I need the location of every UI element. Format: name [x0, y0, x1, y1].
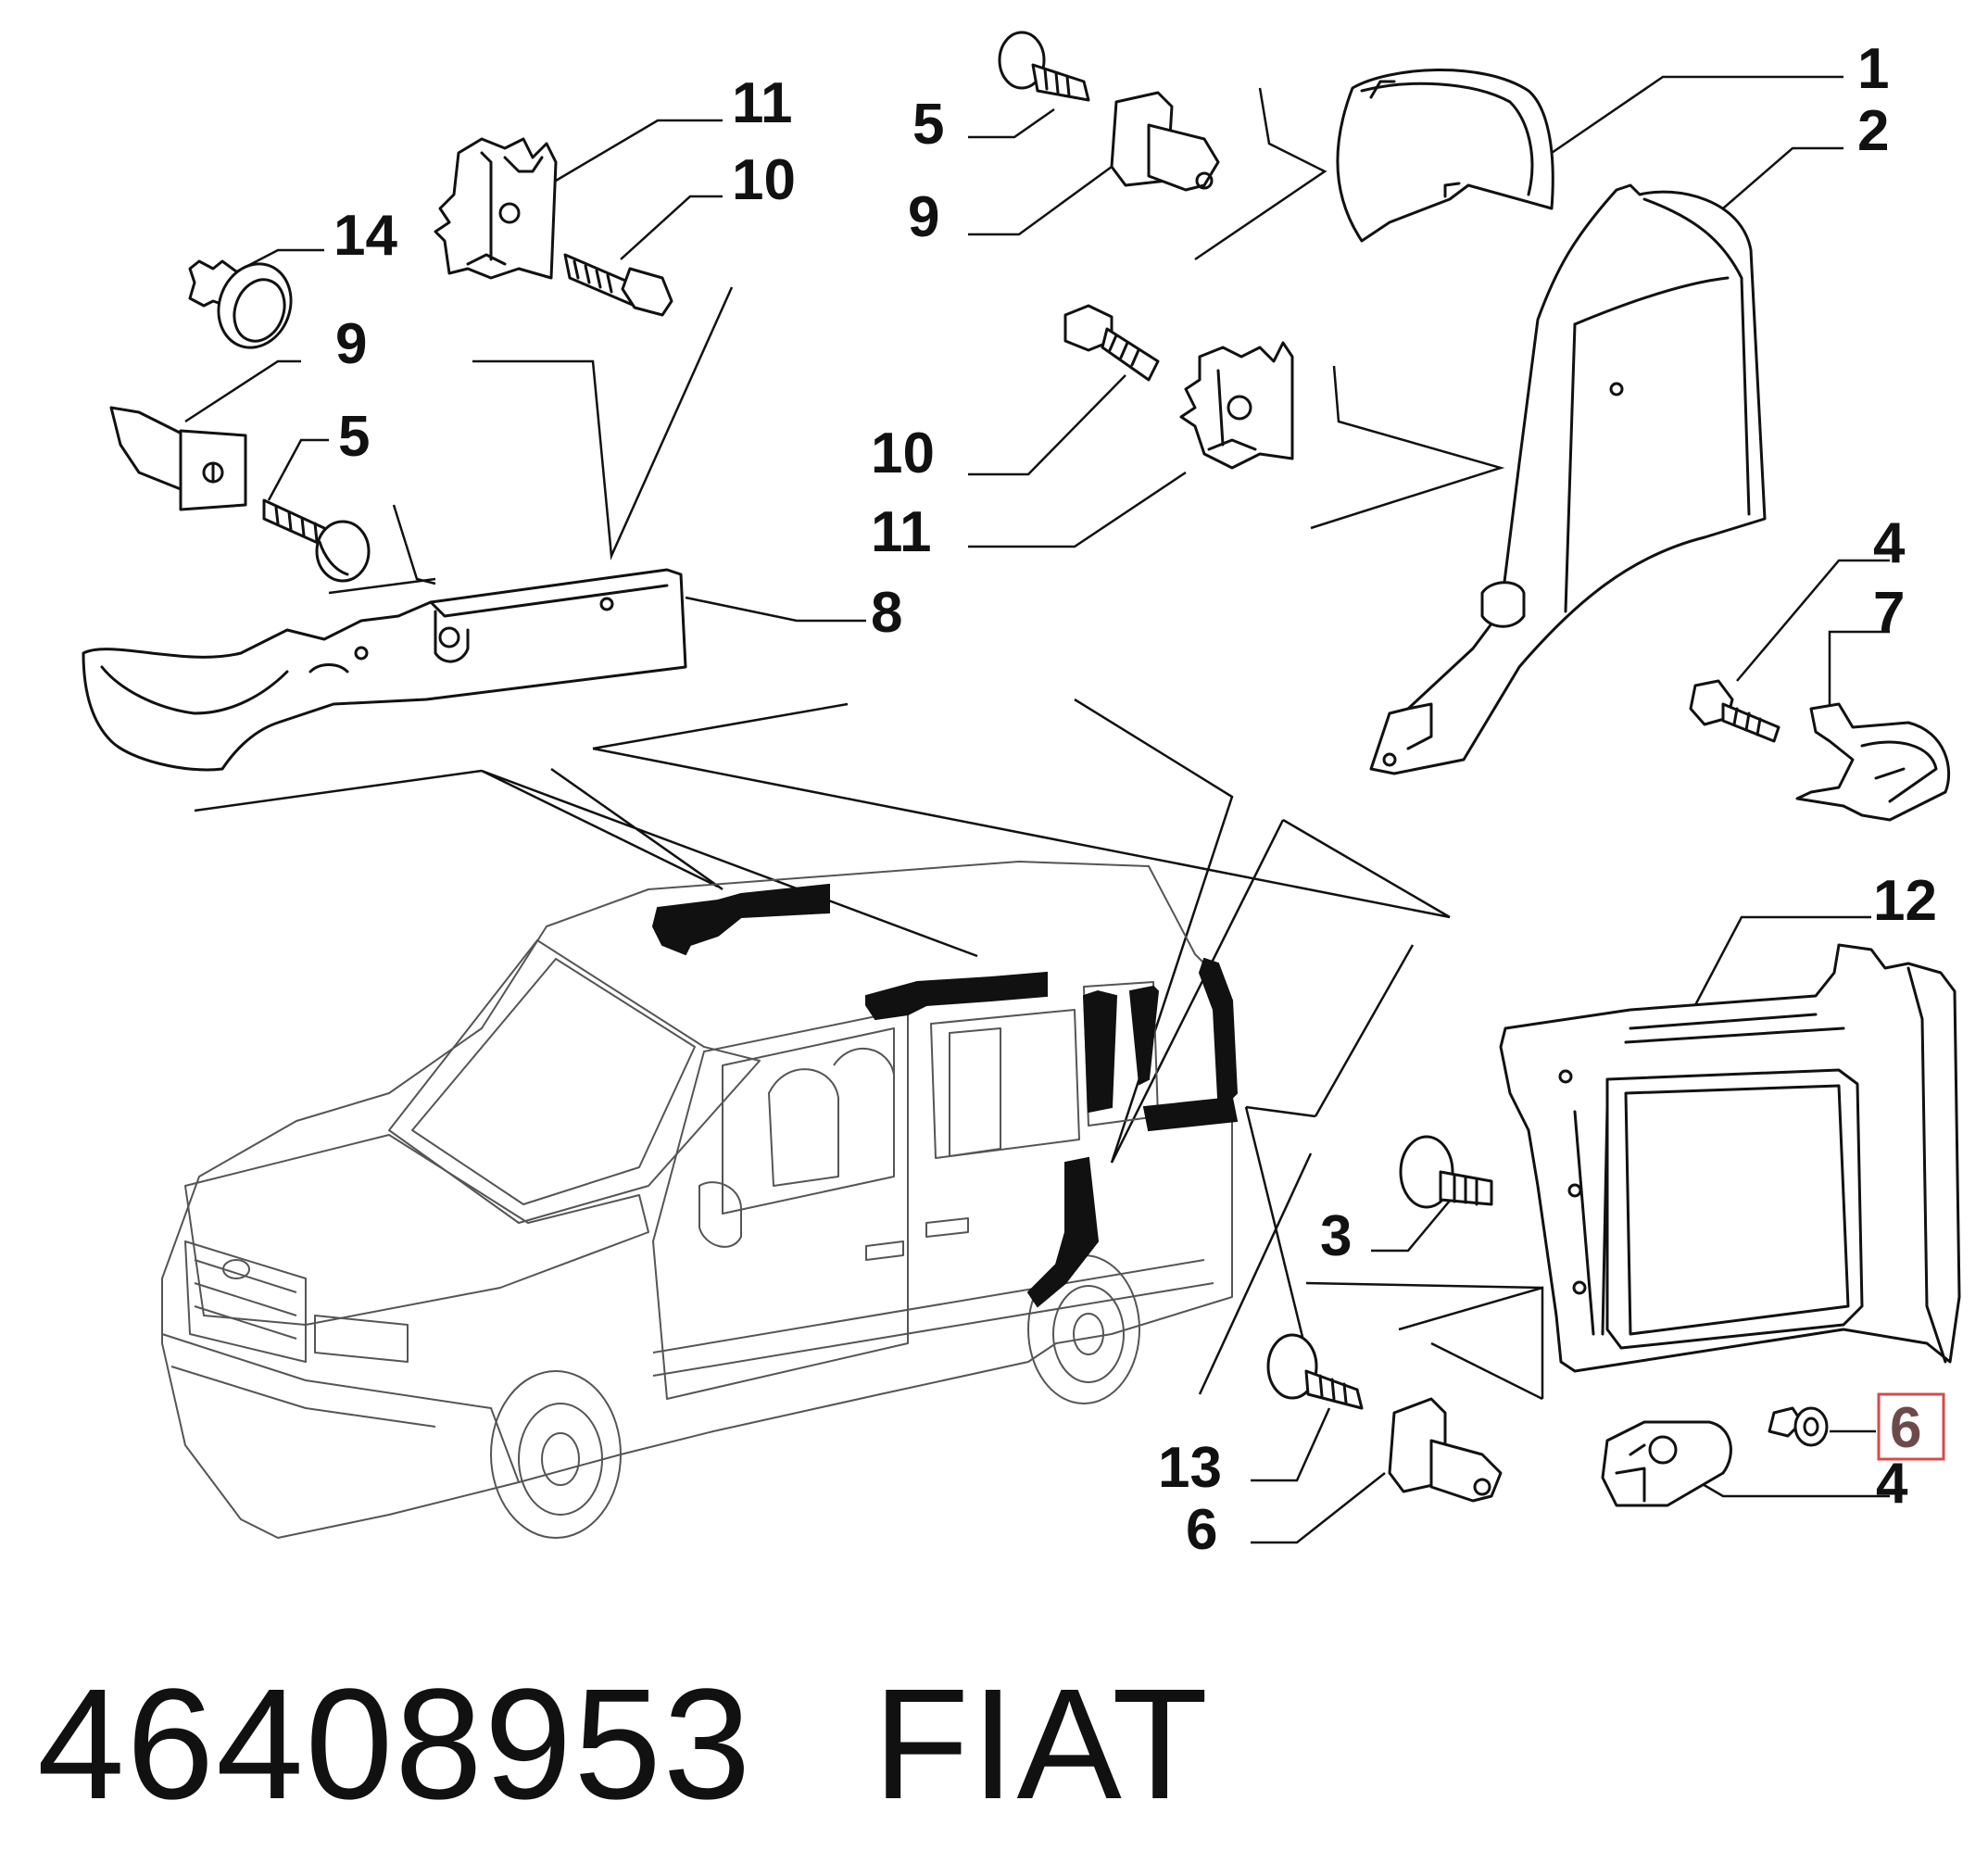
part-10-bolt-mid [1063, 304, 1160, 382]
part-13-screw [1266, 1333, 1364, 1410]
part-6-clip-bottom [1388, 1397, 1503, 1503]
part-5-screw-top [998, 31, 1090, 102]
part-9-clip-top [1110, 91, 1220, 192]
leader-lines [184, 75, 1890, 1544]
part-6-rivet-highlighted [1768, 1406, 1829, 1447]
part-14-push-rivet [188, 259, 293, 349]
callout-13: 13 [1158, 1436, 1222, 1500]
part-11-clip-left [434, 137, 558, 280]
part-5-screw-left [262, 498, 371, 583]
callout-2: 2 [1857, 99, 1889, 163]
part-10-bolt-left [563, 253, 673, 317]
callout-6-highlight-box [1877, 1392, 1945, 1461]
part-4-bolt-top [1689, 679, 1780, 743]
callout-7: 7 [1873, 581, 1905, 645]
callout-3: 3 [1320, 1204, 1352, 1268]
callout-4-bottom: 4 [1876, 1452, 1908, 1516]
part-8-sill-trim [82, 568, 687, 772]
footer-caption: 46408953 FIAT [37, 1654, 1210, 1835]
brand-name: FIAT [873, 1656, 1211, 1832]
callout-8: 8 [871, 581, 902, 645]
callout-10-left: 10 [732, 148, 796, 212]
part-number: 46408953 [37, 1656, 753, 1832]
callout-11-left: 11 [732, 71, 793, 135]
part-1-pillar-cover-upper [1336, 68, 1554, 243]
callout-9-left: 9 [335, 312, 367, 376]
callout-12: 12 [1873, 869, 1937, 933]
vehicle-trim-locations [651, 883, 1239, 1308]
part-7-spring-clip [1795, 702, 1951, 822]
callout-5-left: 5 [338, 405, 370, 469]
part-12-quarter-panel [1499, 943, 1961, 1373]
callout-11-mid: 11 [871, 500, 932, 564]
callout-5-top: 5 [912, 93, 944, 157]
callout-4-top: 4 [1873, 511, 1906, 575]
callout-10-mid: 10 [871, 422, 935, 485]
part-4-mount-bottom [1601, 1420, 1732, 1507]
callout-labels: 1 2 3 4 4 5 5 6 6 7 8 9 9 10 10 11 11 12… [333, 37, 1937, 1562]
part-11-clip-mid [1179, 341, 1294, 470]
callout-9-top: 9 [908, 185, 939, 249]
part-3-screw [1399, 1135, 1493, 1209]
part-2-pillar-trim [1369, 183, 1767, 775]
callout-6-bottom: 6 [1186, 1498, 1217, 1562]
part-9-clip-left [109, 406, 247, 511]
callout-6-highlighted: 6 [1890, 1396, 1921, 1460]
callout-1: 1 [1857, 37, 1889, 101]
callout-14: 14 [333, 204, 397, 268]
